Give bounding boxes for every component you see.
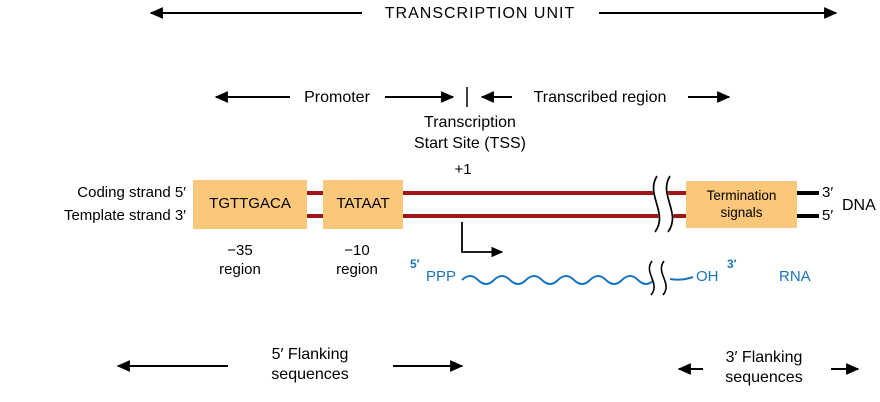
tss-label-line2: Start Site (TSS) [413, 135, 527, 152]
rna-3prime-label: 3′ [727, 257, 737, 271]
flanking3-line1: 3′ Flanking [725, 349, 803, 366]
tss-position-label: +1 [454, 161, 472, 178]
promoter-label: Promoter [304, 89, 370, 106]
termination-signals-box: Termination signals [686, 181, 797, 228]
minus35-box: TGTTGACA [193, 180, 307, 229]
strand-end-3prime-label: 3′ [822, 184, 834, 201]
minus10-box: TATAAT [323, 180, 403, 229]
transcription-start-arrow [461, 222, 504, 258]
flanking5-label: 5′ Flanking sequences [271, 345, 348, 385]
rna-line-after-break [669, 276, 694, 281]
coding-strand-label: Coding strand 5′ [77, 184, 186, 201]
flanking3-label: 3′ Flanking sequences [725, 348, 802, 388]
flanking5-line1: 5′ Flanking [271, 346, 349, 363]
rna-5prime-label: 5′ [410, 257, 420, 271]
rna-strand-break [648, 257, 667, 300]
tss-label-line1: Transcription [424, 114, 516, 131]
rna-label: RNA [779, 268, 811, 285]
transcribed-region-label: Transcribed region [533, 89, 667, 106]
tss-label: Transcription Start Site (TSS) [414, 112, 526, 154]
flanking5-line2: sequences [271, 366, 349, 383]
template-strand-label: Template strand 3′ [63, 207, 186, 224]
minus35-region-word: region [219, 261, 261, 278]
minus10-sequence: TATAAT [336, 195, 390, 213]
strand-end-5prime-label: 5′ [822, 207, 834, 224]
dna-label: DNA [842, 197, 876, 214]
flanking3-line2: sequences [725, 369, 803, 386]
termination-signals-line2: signals [720, 204, 763, 220]
termination-signals-text: Termination signals [707, 188, 777, 222]
minus35-region-label: −35 region [219, 241, 261, 279]
minus35-sequence: TGTTGACA [209, 195, 291, 213]
minus10-region-label: −10 region [336, 241, 378, 279]
rna-oh-label: OH [696, 268, 719, 285]
termination-signals-line1: Termination [706, 187, 777, 203]
minus10-number: −10 [344, 242, 370, 259]
dna-strand-break [652, 172, 674, 237]
minus35-number: −35 [227, 242, 253, 259]
rna-ppp-label: PPP [426, 268, 457, 285]
diagram-title: TRANSCRIPTION UNIT [384, 5, 576, 22]
minus10-region-word: region [336, 261, 378, 278]
rna-wavy-line [461, 275, 655, 285]
